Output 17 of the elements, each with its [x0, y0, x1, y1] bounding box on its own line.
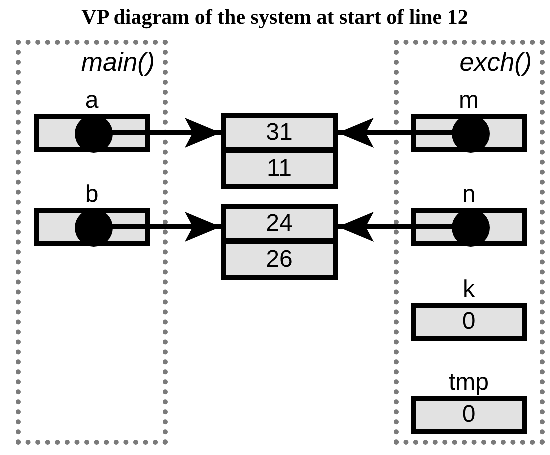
cell-value: 0 [462, 310, 476, 334]
diagram-title: VP diagram of the system at start of line 12 [80, 4, 470, 30]
cell-value: 0 [462, 403, 476, 427]
variable-name: b [85, 182, 99, 208]
variable-name: m [459, 88, 479, 114]
variable-name: k [463, 277, 475, 303]
function-name: main() [81, 49, 155, 75]
variable-name: n [462, 182, 476, 208]
function-name: exch() [460, 49, 532, 75]
variable-name: a [85, 88, 99, 114]
cell-value: 24 [266, 212, 293, 236]
function-frame [16, 40, 168, 445]
cell-value: 26 [266, 248, 293, 272]
function-frame [394, 40, 545, 445]
cell-value: 11 [267, 156, 292, 180]
variable-name: tmp [448, 370, 489, 396]
cell-value: 31 [266, 120, 293, 144]
